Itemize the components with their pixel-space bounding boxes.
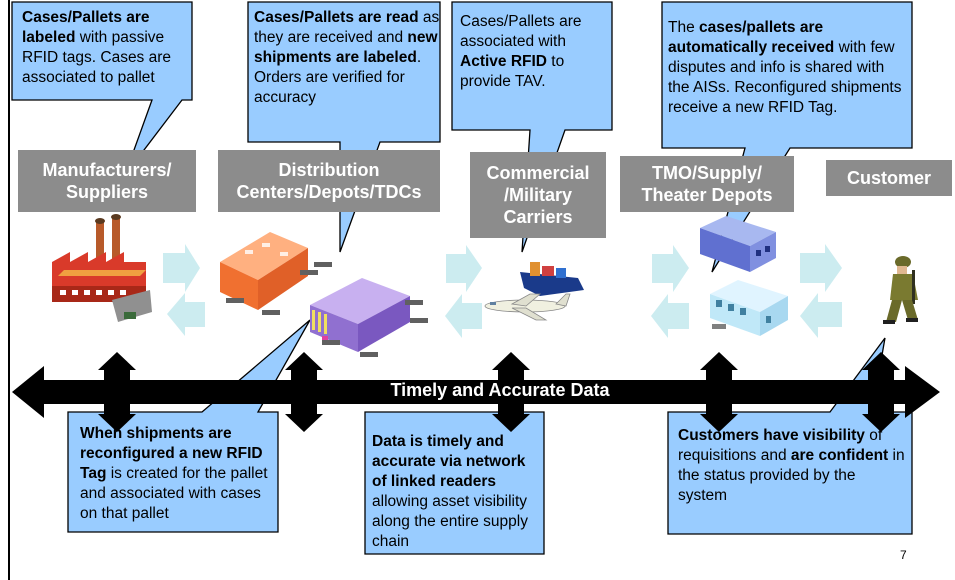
soldier-icon: [883, 256, 918, 324]
callout-reconfigure: [67, 319, 311, 533]
callout-distribution-text: Cases/Pallets are read as they are recei…: [254, 9, 440, 106]
callout-network: [364, 411, 545, 555]
warehouse-icon: [220, 232, 428, 357]
slide-border: [8, 0, 10, 580]
depot-building-icon: [700, 216, 788, 336]
flow-arrows: [163, 244, 842, 338]
callout-customer-text: The cases/pallets are automatically rece…: [668, 19, 902, 116]
airplane-icon: [484, 293, 571, 321]
callout-visibility-text: Customers have visibility of requisition…: [678, 427, 905, 504]
page-number: 7: [900, 548, 907, 562]
callout-manufacturers: [11, 1, 193, 176]
stage-carriers: Commercial /Military Carriers: [470, 152, 606, 238]
callout-reconfigure-text: When shipments are reconfigured a new RF…: [80, 425, 268, 522]
callout-network-text: Data is timely and accurate via network …: [372, 433, 528, 550]
stage-customer: Customer: [826, 160, 952, 196]
factory-icon: [52, 214, 152, 322]
callout-manufacturers-text: Cases/Pallets are labeled with passive R…: [22, 9, 172, 86]
stage-tmo: TMO/Supply/ Theater Depots: [620, 156, 794, 212]
stage-manufacturers: Manufacturers/ Suppliers: [18, 150, 196, 212]
callout-carriers-text: Cases/Pallets are associated with Active…: [460, 13, 582, 90]
stage-distribution: Distribution Centers/Depots/TDCs: [218, 150, 440, 212]
data-banner-arrow: [12, 352, 940, 432]
banner-label: Timely and Accurate Data: [390, 380, 610, 400]
cargo-ship-icon: [520, 258, 584, 296]
